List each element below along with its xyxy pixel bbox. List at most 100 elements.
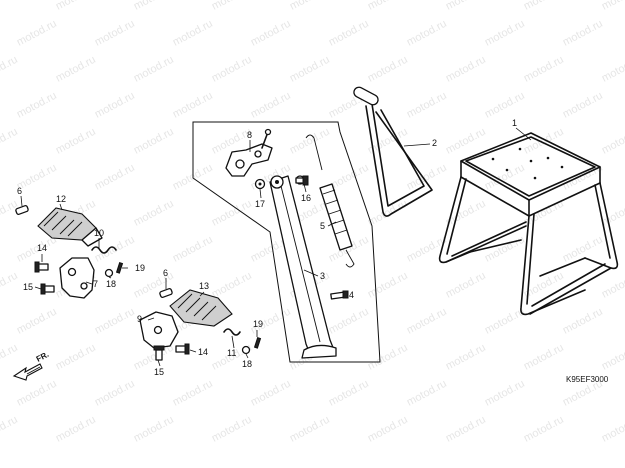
watermark-text: motod.ru	[15, 306, 59, 337]
bolt-part-14-right[interactable]	[175, 343, 190, 355]
watermark-layer: motod.ru motod.ru motod.ru motod.ru motod.ru…	[0, 0, 625, 445]
watermark-text: motod.ru	[0, 342, 20, 373]
watermark-text: motod.ru	[600, 414, 625, 445]
watermark-text: motod.ru	[93, 306, 137, 337]
watermark-text: motod.ru	[366, 414, 410, 445]
watermark-text: motod.ru	[171, 90, 215, 121]
callout-11[interactable]: 11	[227, 348, 236, 358]
pin-part-19-left[interactable]	[115, 261, 124, 274]
callout-2[interactable]: 2	[432, 138, 437, 148]
bolt-part-4[interactable]	[330, 290, 349, 300]
watermark-text: motod.ru	[0, 414, 20, 445]
diagram-code: K95EF3000	[566, 375, 609, 384]
watermark-text: motod.ru	[249, 378, 293, 409]
watermark-text: motod.ru	[444, 198, 488, 229]
watermark-text: motod.ru	[405, 18, 449, 49]
front-arrow-icon	[12, 363, 43, 381]
callout-8[interactable]: 8	[247, 130, 252, 140]
watermark-text: motod.ru	[522, 54, 566, 85]
callout-1[interactable]: 1	[512, 118, 517, 128]
callout-18-left[interactable]: 18	[106, 279, 116, 289]
watermark-text: motod.ru	[444, 342, 488, 373]
watermark-text: motod.ru	[54, 414, 98, 445]
watermark-text: motod.ru	[54, 342, 98, 373]
callout-19-left[interactable]: 19	[135, 263, 145, 273]
callout-17[interactable]: 17	[255, 199, 265, 209]
watermark-text: motod.ru	[522, 126, 566, 157]
bolt-part-15-right[interactable]	[153, 345, 165, 361]
callout-9[interactable]: 9	[137, 314, 142, 324]
watermark-text: motod.ru	[93, 162, 137, 193]
callout-15-left[interactable]: 15	[23, 282, 33, 292]
watermark-text: motod.ru	[210, 414, 254, 445]
spring-part-10-left[interactable]	[91, 246, 117, 254]
callout-labels: 1 2 3 4 5 6 6 7 8 9 10 11 12 13 14 14 15…	[17, 118, 517, 377]
watermark-text: motod.ru	[327, 378, 371, 409]
watermark-text: motod.ru	[93, 378, 137, 409]
watermark-text: motod.ru	[54, 54, 98, 85]
watermark-text: motod.ru	[132, 414, 176, 445]
callout-6-right[interactable]: 6	[163, 268, 168, 278]
bolt-part-14-left[interactable]	[34, 261, 49, 273]
callout-12[interactable]: 12	[56, 194, 66, 204]
pivot-bracket-part-8[interactable]	[225, 128, 273, 177]
watermark-text: motod.ru	[171, 234, 215, 265]
callout-13[interactable]: 13	[199, 281, 209, 291]
watermark-text: motod.ru	[93, 18, 137, 49]
callout-3[interactable]: 3	[320, 271, 325, 281]
work-stand-part[interactable]	[438, 132, 619, 316]
bolt-part-16[interactable]	[295, 175, 309, 186]
callout-18-right[interactable]: 18	[242, 359, 252, 369]
watermark-text: motod.ru	[600, 0, 625, 13]
pin-part-19-right[interactable]	[253, 336, 262, 349]
callout-7[interactable]: 7	[93, 279, 98, 289]
washer-part-18-right[interactable]	[241, 345, 251, 355]
spring-part-11[interactable]	[223, 328, 241, 336]
callout-6-left[interactable]: 6	[17, 186, 22, 196]
watermark-text: motod.ru	[132, 270, 176, 301]
callout-15-right[interactable]: 15	[154, 367, 164, 377]
watermark-text: motod.ru	[15, 90, 59, 121]
callout-10[interactable]: 10	[94, 228, 104, 238]
nut-part-17[interactable]	[254, 178, 266, 190]
watermark-text: motod.ru	[561, 306, 605, 337]
watermark-text: motod.ru	[249, 18, 293, 49]
washer-part-18-left[interactable]	[104, 268, 114, 278]
callout-14-right[interactable]: 14	[198, 347, 208, 357]
watermark-text: motod.ru	[405, 378, 449, 409]
right-footpeg-part-13[interactable]	[169, 289, 233, 327]
bolt-part-15-left[interactable]	[40, 283, 55, 295]
callout-5[interactable]: 5	[320, 221, 325, 231]
watermark-text: motod.ru	[522, 342, 566, 373]
watermark-text: motod.ru	[15, 18, 59, 49]
pin-part-6-left[interactable]	[15, 205, 29, 215]
watermark-text: motod.ru	[600, 126, 625, 157]
front-direction-indicator: FR.	[12, 350, 50, 381]
watermark-text: motod.ru	[444, 126, 488, 157]
callout-14-left[interactable]: 14	[37, 243, 47, 253]
watermark-text: motod.ru	[210, 270, 254, 301]
watermark-text: motod.ru	[0, 0, 20, 13]
stand-handle-part[interactable]	[352, 85, 433, 217]
callout-4[interactable]: 4	[349, 290, 354, 300]
watermark-text: motod.ru	[483, 18, 527, 49]
right-footpeg-bracket-part-9[interactable]	[139, 311, 179, 349]
watermark-text: motod.ru	[54, 126, 98, 157]
callout-16[interactable]: 16	[301, 193, 311, 203]
watermark-text: motod.ru	[522, 0, 566, 13]
callout-19-right[interactable]: 19	[253, 319, 263, 329]
watermark-text: motod.ru	[405, 90, 449, 121]
watermark-text: motod.ru	[444, 54, 488, 85]
pin-part-6-right[interactable]	[159, 288, 173, 298]
spring-part-5[interactable]	[305, 134, 355, 268]
left-footpeg-bracket-part-7[interactable]	[59, 257, 95, 299]
watermark-text: motod.ru	[93, 90, 137, 121]
watermark-text: motod.ru	[0, 270, 20, 301]
watermark-text: motod.ru	[444, 0, 488, 13]
sidestand-panel-outline	[192, 121, 381, 363]
left-footpeg-part-12[interactable]	[37, 207, 103, 247]
watermark-text: motod.ru	[483, 378, 527, 409]
watermark-text: motod.ru	[522, 414, 566, 445]
watermark-text: motod.ru	[561, 18, 605, 49]
